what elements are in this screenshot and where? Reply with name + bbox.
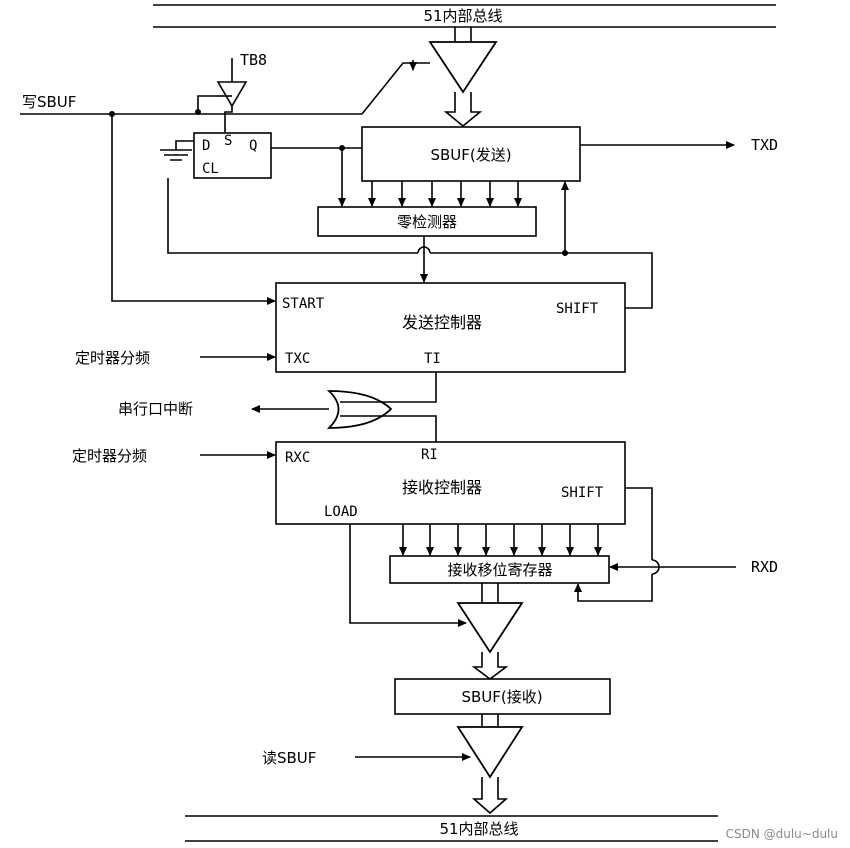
sbuf-receive-label: SBUF(接收) bbox=[461, 688, 542, 706]
dff-cl: CL bbox=[202, 161, 219, 177]
d-flip-flop: D S Q CL bbox=[160, 132, 272, 179]
tx-timer-label: 定时器分频 bbox=[75, 349, 150, 367]
dff-q: Q bbox=[249, 138, 257, 154]
tx-controller-block: 发送控制器 START SHIFT TXC TI bbox=[275, 282, 626, 373]
rx-shift-register-block: 接收移位寄存器 bbox=[389, 555, 610, 584]
cl-feedback-wire bbox=[167, 178, 569, 256]
rx-timer-input: 定时器分频 bbox=[72, 447, 276, 465]
tx-timer-input: 定时器分频 bbox=[75, 349, 276, 367]
rx-timer-label: 定时器分频 bbox=[72, 447, 147, 465]
txd-output: TXD bbox=[580, 136, 778, 154]
rx-controller-title: 接收控制器 bbox=[402, 478, 482, 497]
txd-label: TXD bbox=[751, 136, 778, 154]
sbuf-send-block: SBUF(发送) bbox=[361, 126, 581, 182]
sbuf-to-zero-detector-arrows bbox=[368, 181, 522, 207]
serial-interrupt-label: 串行口中断 bbox=[118, 400, 193, 418]
tx-ti-label: TI bbox=[424, 351, 441, 367]
top-bus: 51内部总线 bbox=[153, 4, 776, 28]
sbuf-receive-block: SBUF(接收) bbox=[394, 678, 611, 715]
rx-ri-label: RI bbox=[421, 447, 438, 463]
write-sbuf-line: 写SBUF bbox=[20, 60, 430, 117]
read-sbuf-input: 读SBUF bbox=[262, 749, 471, 767]
top-bus-label: 51内部总线 bbox=[423, 7, 502, 25]
rx-controller-block: 接收控制器 RXC RI SHIFT LOAD bbox=[275, 441, 626, 525]
tx-bus-buffer bbox=[428, 27, 498, 128]
bottom-bus-label: 51内部总线 bbox=[439, 820, 518, 838]
dff-s: S bbox=[224, 133, 232, 149]
zero-detector-label: 零检测器 bbox=[397, 213, 457, 231]
tx-controller-title: 发送控制器 bbox=[402, 313, 482, 332]
rx-load-label: LOAD bbox=[324, 504, 358, 520]
rx-shift-register-label: 接收移位寄存器 bbox=[447, 561, 552, 579]
tb8-label: TB8 bbox=[240, 51, 267, 69]
rx-rxc-label: RXC bbox=[285, 450, 310, 466]
start-wire bbox=[111, 114, 276, 305]
or-gate: 串行口中断 bbox=[118, 372, 437, 442]
write-sbuf-label: 写SBUF bbox=[22, 93, 76, 111]
rx-controller-to-shift-register-arrows bbox=[399, 524, 602, 556]
sbuf-send-label: SBUF(发送) bbox=[430, 146, 511, 164]
rxd-input: RXD bbox=[609, 558, 778, 576]
read-sbuf-label: 读SBUF bbox=[262, 749, 316, 767]
tx-txc-label: TXC bbox=[285, 351, 310, 367]
tx-shift-wire bbox=[565, 252, 653, 309]
zero-detector-block: 零检测器 bbox=[317, 206, 537, 237]
rx-shift-label: SHIFT bbox=[561, 485, 604, 501]
rxd-label: RXD bbox=[751, 558, 778, 576]
tx-shift-label: SHIFT bbox=[556, 301, 599, 317]
watermark: CSDN @dulu~dulu bbox=[726, 827, 838, 841]
rx-bus-buffer bbox=[456, 714, 524, 815]
dff-d: D bbox=[202, 138, 210, 154]
load-wire bbox=[349, 524, 467, 627]
rx-load-buffer bbox=[456, 583, 524, 680]
tb8-buffer: TB8 bbox=[197, 51, 267, 133]
bottom-bus: 51内部总线 bbox=[185, 815, 718, 842]
tx-start-label: START bbox=[282, 296, 325, 312]
q-output-wire bbox=[271, 145, 362, 207]
